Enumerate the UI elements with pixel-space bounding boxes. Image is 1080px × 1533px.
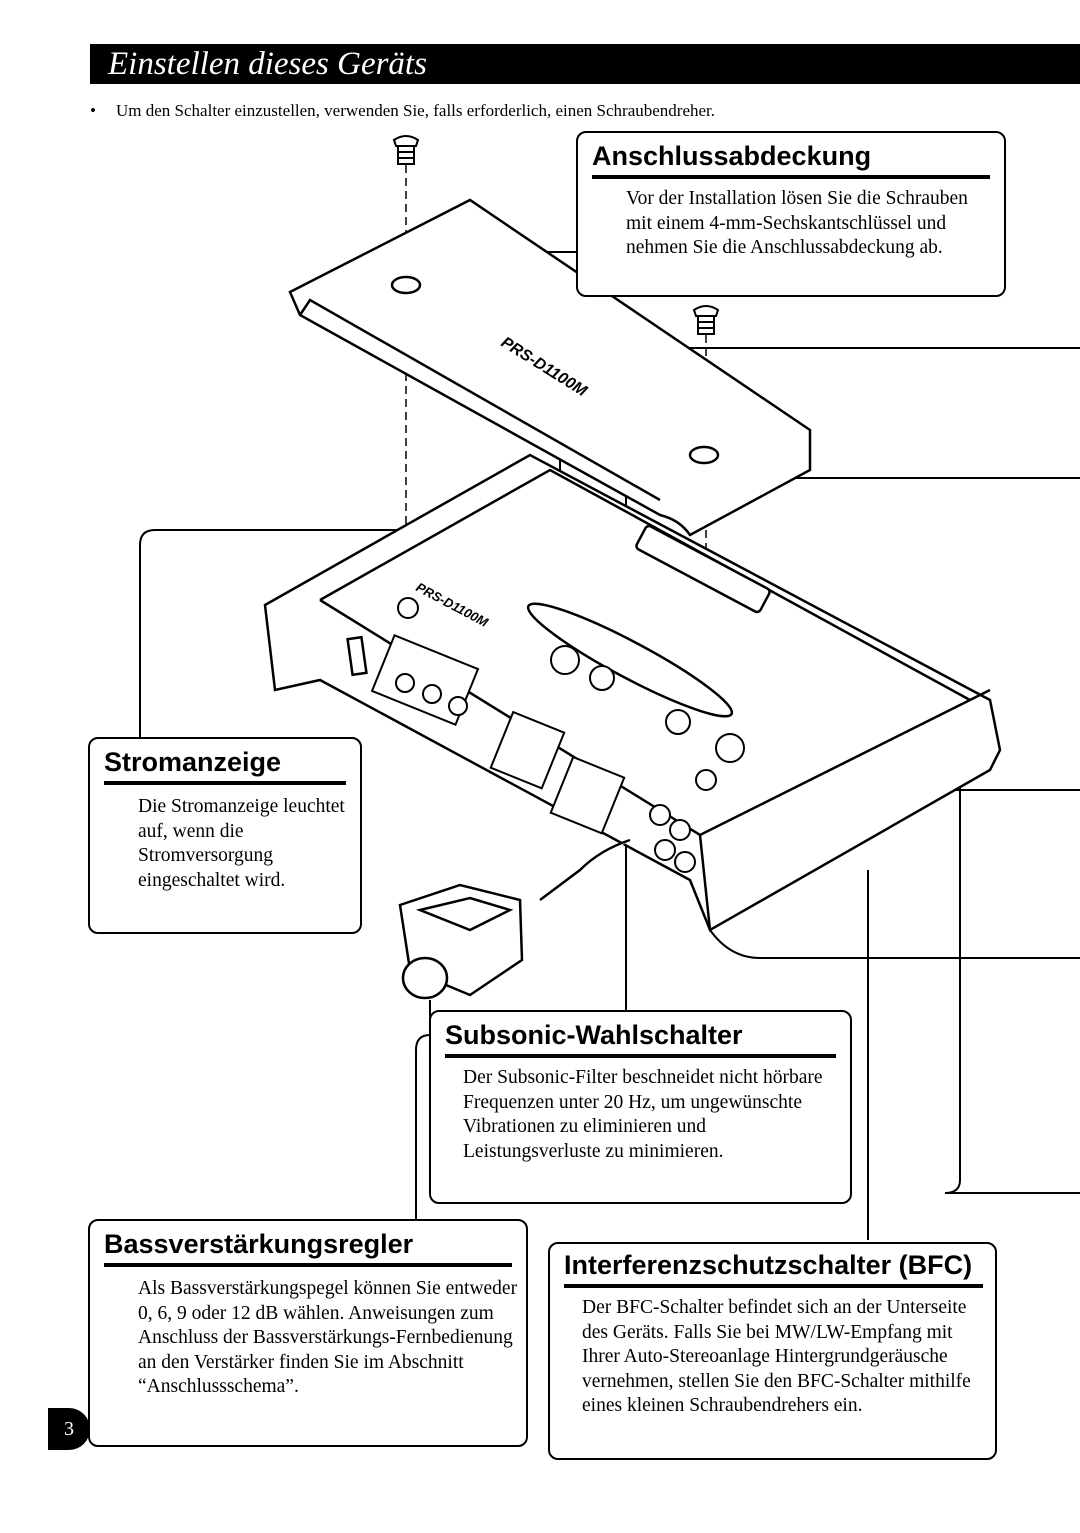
intro-line: • Um den Schalter einzustellen, verwenden… [90, 100, 1070, 122]
rca-inputs [649, 804, 696, 873]
subsonic-heading: Subsonic-Wahlschalter [445, 1018, 836, 1058]
leader-line-bass [415, 1000, 431, 1220]
intro-text: Um den Schalter einzustellen, verwenden … [116, 101, 716, 120]
intro-bullet: • [90, 101, 96, 120]
bass-text: Als Bassverstärkungspegel können Sie ent… [138, 1278, 518, 1397]
cover-info-box: Anschlussabdeckung Vor der Installation … [576, 131, 1006, 297]
bfc-heading: Interferenzschutzschalter (BFC) [564, 1248, 983, 1288]
screw-icon [692, 305, 720, 335]
power-heading: Stromanzeige [104, 745, 346, 785]
bass-remote-controller [398, 838, 631, 1000]
bfc-text: Der BFC-Schalter befindet sich an der Un… [582, 1297, 971, 1416]
title-bar: Einstellen dieses Geräts [90, 44, 1080, 84]
subsonic-text: Der Subsonic-Filter beschneidet nicht hö… [463, 1067, 823, 1162]
page-title: Einstellen dieses Geräts [108, 46, 427, 82]
cover-text: Vor der Installation lösen Sie die Schra… [626, 188, 968, 258]
power-text: Die Stromanzeige leuchtet auf, wenn die … [138, 796, 345, 891]
terminal-cover [288, 198, 812, 537]
bass-boost-box: Bassverstärkungsregler Als Bassverstärku… [88, 1219, 528, 1447]
speaker-terminals [370, 597, 745, 835]
leader-line-right-5 [709, 929, 1080, 959]
power-indicator-box: Stromanzeige Die Stromanzeige leuchtet a… [88, 737, 362, 934]
page-number: 3 [48, 1408, 90, 1450]
screw-icon [392, 135, 420, 165]
bass-heading: Bassverstärkungsregler [104, 1227, 512, 1267]
subsonic-box: Subsonic-Wahlschalter Der Subsonic-Filte… [429, 1010, 852, 1204]
bfc-box: Interferenzschutzschalter (BFC) Der BFC-… [548, 1242, 997, 1460]
cover-heading: Anschlussabdeckung [592, 139, 990, 179]
